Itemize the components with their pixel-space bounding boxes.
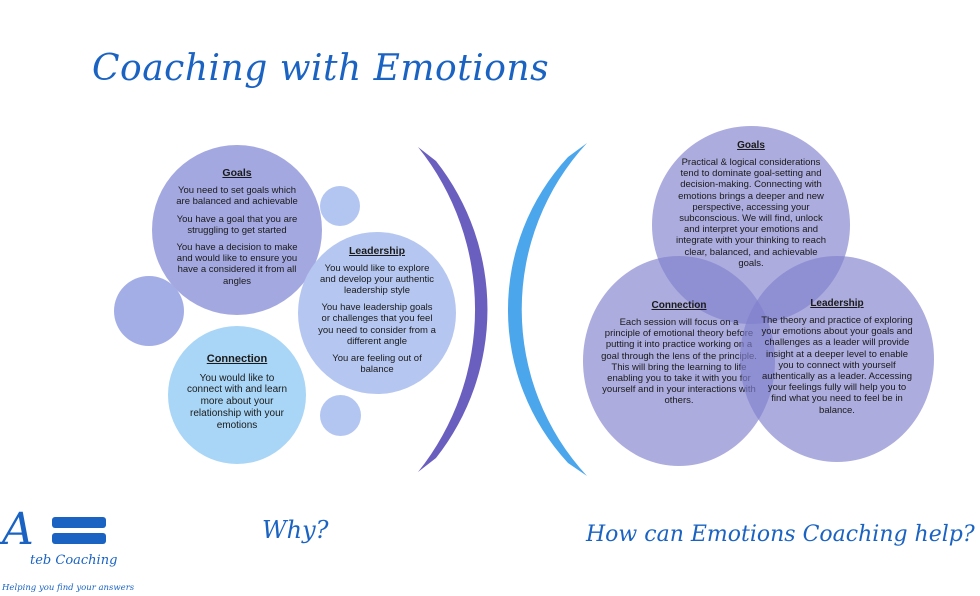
why-label: Why? [262, 516, 329, 544]
connection-heading: Connection [206, 352, 268, 365]
connection-circle: Connection You would like to connect wit… [168, 326, 306, 464]
venn-leadership-circle: Leadership The theory and practice of ex… [740, 256, 934, 462]
leadership-item: You would like to explore and develop yo… [319, 262, 435, 296]
decorative-bubble [114, 276, 184, 346]
leadership-item: You have leadership goals or challenges … [318, 302, 436, 347]
venn-goals-heading: Goals [737, 140, 765, 151]
leadership-heading: Leadership [348, 244, 406, 257]
logo-tagline: Helping you find your answers [2, 583, 135, 593]
leadership-circle: Leadership You would like to explore and… [298, 232, 456, 394]
venn-leadership-heading: Leadership [810, 298, 864, 309]
goals-item: You have a goal that you are struggling … [176, 213, 298, 236]
ateb-coaching-logo: A teb Coaching Helping you find your ans… [0, 504, 134, 596]
how-label: How can Emotions Coaching help? [586, 522, 975, 547]
purple-arc [418, 147, 488, 472]
logo-bar [52, 533, 106, 544]
decorative-bubble [320, 186, 360, 226]
decorative-bubble [320, 395, 361, 436]
connection-item: You would like to connect with and learn… [186, 372, 288, 431]
goals-item: You have a decision to make and would li… [176, 242, 298, 287]
leadership-item: You are feeling out of balance [332, 353, 422, 376]
logo-bar [52, 517, 106, 528]
blue-arc [507, 143, 587, 476]
page-title: Coaching with Emotions [92, 48, 550, 89]
logo-letter: A [2, 504, 34, 555]
goals-heading: Goals [222, 167, 252, 180]
venn-connection-text: Each session will focus on a principle o… [601, 317, 757, 407]
venn-goals-text: Practical & logical considerations tend … [676, 157, 826, 269]
venn-leadership-text: The theory and practice of exploring you… [761, 315, 913, 416]
logo-name: teb Coaching [30, 553, 118, 568]
goals-item: You need to set goals which are balanced… [176, 185, 298, 208]
goals-circle: Goals You need to set goals which are ba… [152, 145, 322, 315]
venn-connection-heading: Connection [651, 300, 707, 311]
